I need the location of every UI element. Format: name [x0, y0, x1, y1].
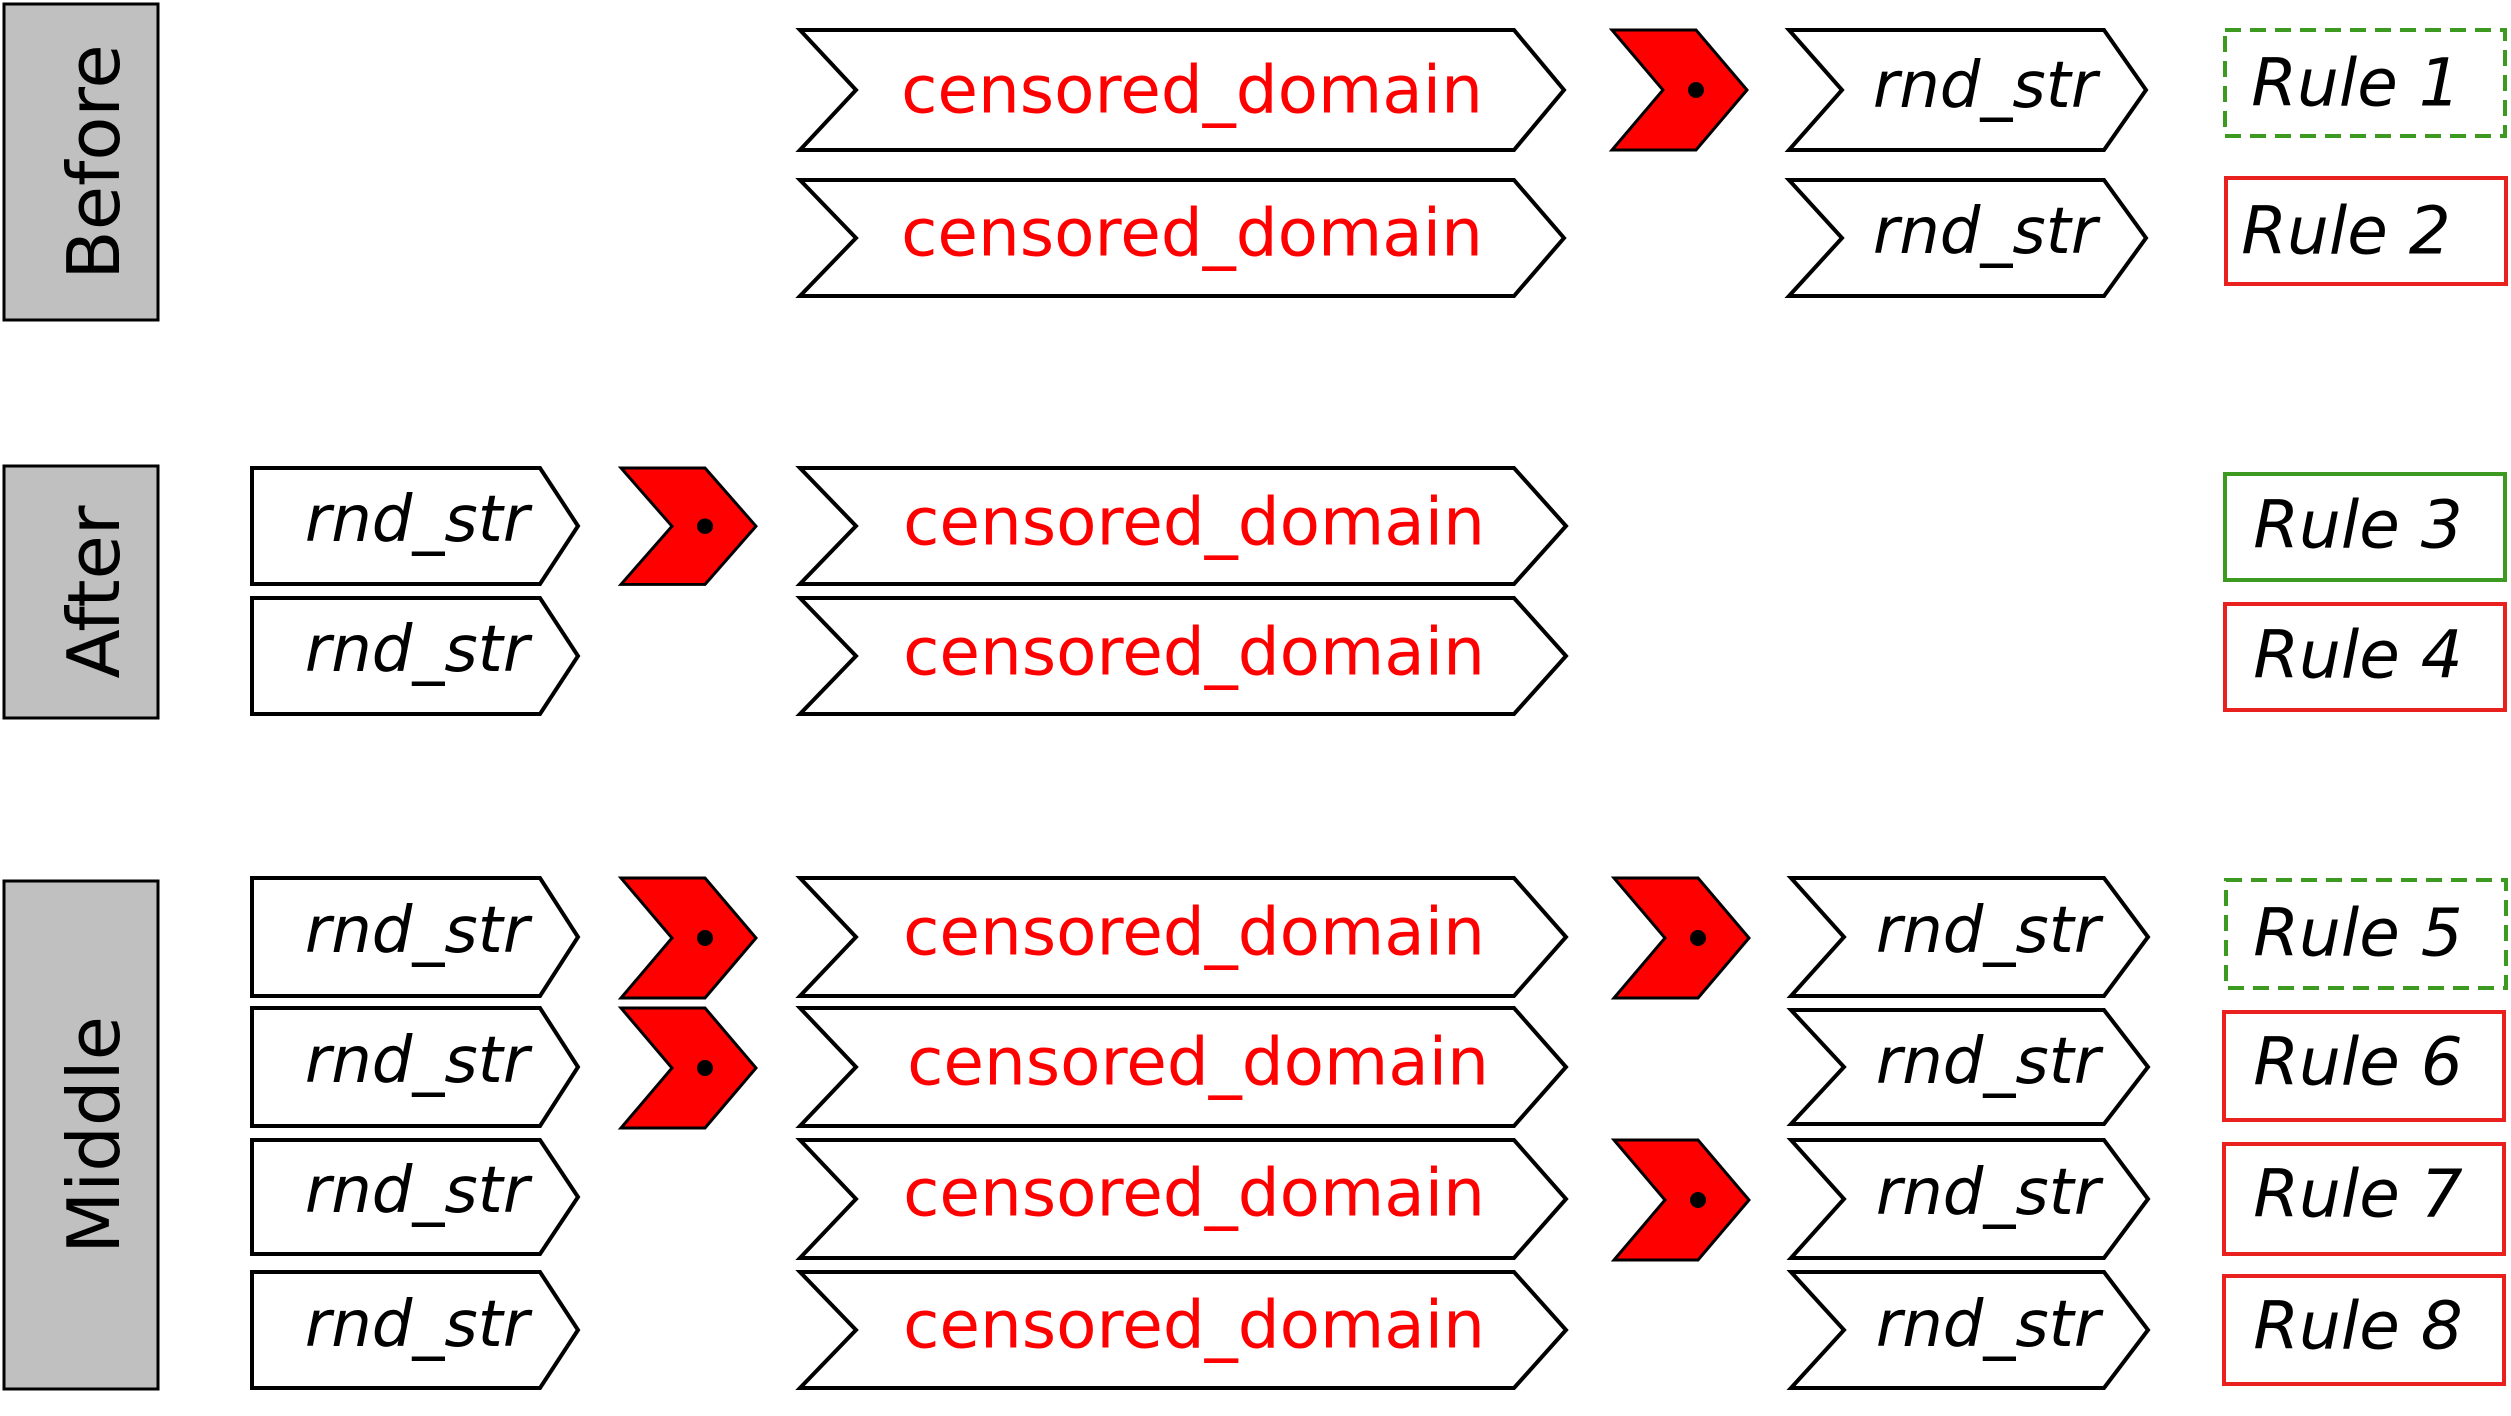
rule-box-8: Rule 8: [2222, 1274, 2506, 1386]
rnd-str-arrow: rnd_str: [250, 466, 581, 586]
censored-domain-text: censored_domain: [903, 1287, 1485, 1364]
rnd-str-arrow: rnd_str: [250, 876, 581, 998]
rule-box-3: Rule 3: [2223, 472, 2507, 582]
rule-box-5: Rule 5: [2224, 878, 2508, 990]
section-label-middle-text: Middle: [52, 1016, 136, 1254]
censored-domain-arrow: censored_domain: [795, 1138, 1569, 1260]
rule-box-7: Rule 7: [2222, 1142, 2506, 1256]
section-label-before: Before: [2, 2, 160, 322]
rnd-str-arrow: rnd_str: [1786, 1008, 2151, 1126]
rnd-str-text: rnd_str: [305, 1024, 533, 1098]
censored-domain-arrow: censored_domain: [795, 466, 1569, 586]
rnd-str-text: rnd_str: [1876, 1025, 2104, 1099]
rule-box-1: Rule 1: [2223, 28, 2507, 138]
middle-row-2: rnd_str censored_domain rnd_str Rule 6: [250, 1006, 2506, 1130]
rule-box-4: Rule 4: [2223, 602, 2507, 712]
marker-icon: [619, 876, 758, 1000]
rnd-str-arrow: rnd_str: [250, 1138, 581, 1256]
censored-domain-text: censored_domain: [903, 614, 1485, 691]
marker-icon: [1612, 1138, 1751, 1262]
middle-row-1: rnd_str censored_domain rnd_str Rule 5: [250, 876, 2508, 1000]
rnd-str-arrow: rnd_str: [250, 1006, 581, 1128]
rnd-str-text: rnd_str: [305, 894, 533, 968]
censored-domain-text: censored_domain: [903, 1155, 1485, 1232]
rnd-str-text: rnd_str: [1873, 195, 2101, 269]
rnd-str-text: rnd_str: [305, 1154, 533, 1228]
censored-domain-arrow: censored_domain: [795, 28, 1567, 152]
censored-domain-text: censored_domain: [901, 52, 1483, 129]
censored-domain-text: censored_domain: [901, 195, 1483, 272]
rule-label: Rule 6: [2253, 1024, 2463, 1101]
rnd-str-text: rnd_str: [305, 613, 533, 687]
rule-label: Rule 4: [2253, 617, 2463, 694]
censored-domain-arrow: censored_domain: [795, 876, 1569, 998]
section-label-after-text: After: [52, 505, 136, 678]
marker-icon: [619, 1006, 758, 1130]
rule-label: Rule 2: [2241, 193, 2451, 270]
after-row-2: rnd_str censored_domain Rule 4: [250, 596, 2507, 716]
rnd-str-text: rnd_str: [1876, 1288, 2104, 1362]
rnd-str-arrow: rnd_str: [1784, 178, 2149, 298]
rnd-str-text: rnd_str: [1876, 894, 2104, 968]
rnd-str-arrow: rnd_str: [1786, 1138, 2151, 1260]
middle-row-3: rnd_str censored_domain rnd_str Rule 7: [250, 1138, 2506, 1262]
censored-domain-text: censored_domain: [903, 484, 1485, 561]
marker-icon: [619, 466, 758, 586]
marker-icon: [1612, 876, 1751, 1000]
after-row-1: rnd_str censored_domain Rule 3: [250, 466, 2507, 586]
censored-domain-text: censored_domain: [907, 1024, 1489, 1101]
marker-icon: [1610, 28, 1749, 152]
rule-label: Rule 7: [2253, 1156, 2463, 1233]
section-label-after: After: [2, 464, 160, 720]
censored-domain-arrow: censored_domain: [795, 596, 1569, 716]
section-label-before-text: Before: [52, 44, 136, 279]
rnd-str-arrow: rnd_str: [1786, 1270, 2151, 1390]
rnd-str-arrow: rnd_str: [1784, 28, 2149, 152]
rnd-str-text: rnd_str: [1873, 49, 2101, 123]
rule-label: Rule 3: [2253, 487, 2463, 564]
middle-row-4: rnd_str censored_domain rnd_str Rule 8: [250, 1270, 2506, 1390]
rule-box-6: Rule 6: [2222, 1010, 2506, 1122]
rnd-str-text: rnd_str: [1876, 1156, 2104, 1230]
rnd-str-arrow: rnd_str: [250, 596, 581, 716]
rule-box-2: Rule 2: [2224, 176, 2508, 286]
rnd-str-text: rnd_str: [305, 483, 533, 557]
rule-label: Rule 1: [2251, 45, 2461, 122]
rule-label: Rule 5: [2253, 895, 2463, 972]
censored-domain-text: censored_domain: [903, 894, 1485, 971]
rnd-str-text: rnd_str: [305, 1288, 533, 1362]
rnd-str-arrow: rnd_str: [1786, 876, 2151, 998]
censored-domain-arrow: censored_domain: [795, 1006, 1569, 1128]
censored-domain-arrow: censored_domain: [795, 1270, 1569, 1390]
rnd-str-arrow: rnd_str: [250, 1270, 581, 1390]
before-row-1: censored_domain rnd_str Rule 1: [795, 28, 2507, 152]
section-label-middle: Middle: [2, 879, 160, 1391]
before-row-2: censored_domain rnd_str Rule 2: [795, 176, 2508, 298]
rule-label: Rule 8: [2253, 1288, 2463, 1365]
censored-domain-arrow: censored_domain: [795, 178, 1567, 298]
